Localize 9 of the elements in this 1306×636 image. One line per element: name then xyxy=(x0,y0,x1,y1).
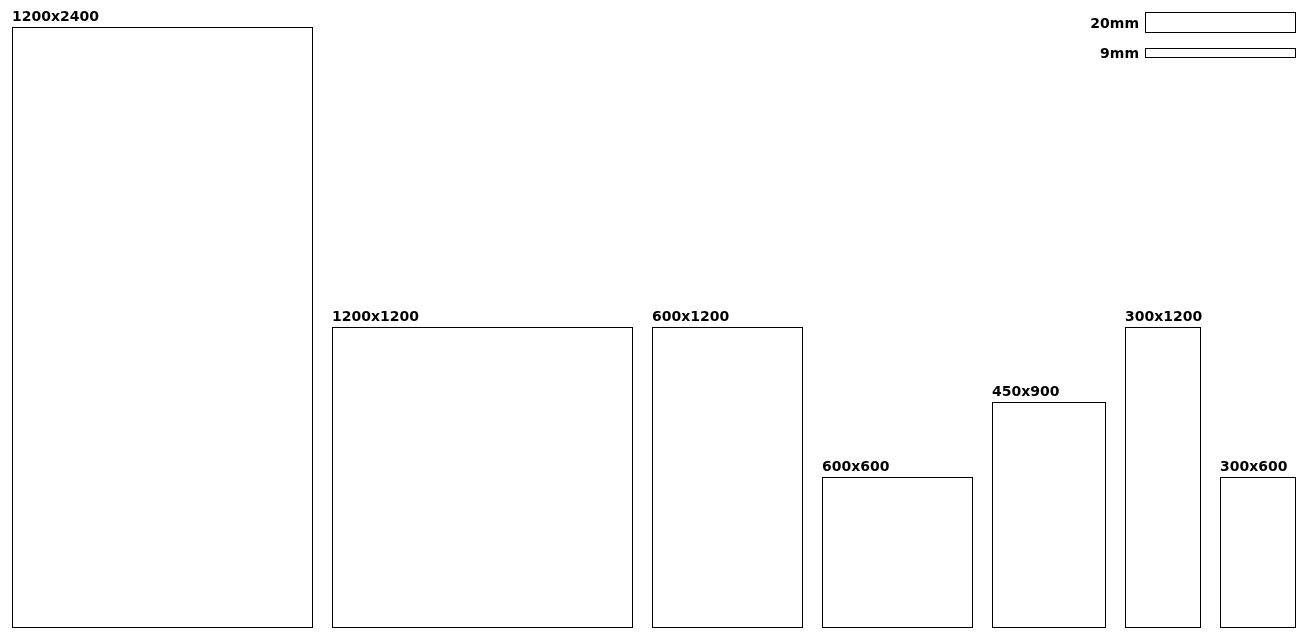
size-label: 300x600 xyxy=(1220,458,1288,474)
size-label: 600x600 xyxy=(822,458,890,474)
size-label: 1200x1200 xyxy=(332,308,419,324)
size-label: 300x1200 xyxy=(1125,308,1203,324)
size-label: 1200x2400 xyxy=(12,8,99,24)
size-label: 600x1200 xyxy=(652,308,730,324)
size-label: 450x900 xyxy=(992,383,1060,399)
thickness-label: 20mm xyxy=(1090,15,1139,31)
thickness-label: 9mm xyxy=(1100,45,1139,61)
